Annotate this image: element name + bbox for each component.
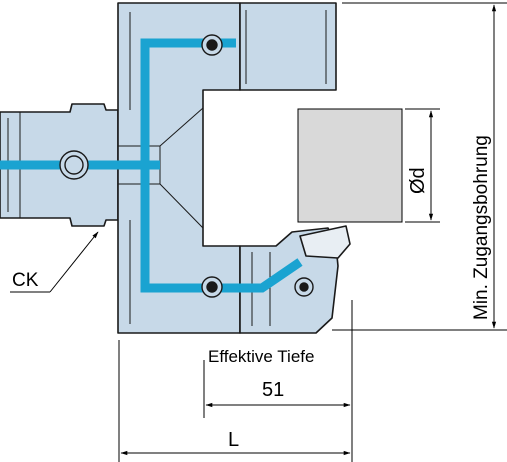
label-effective-depth: Effektive Tiefe	[208, 347, 314, 366]
label-bore-diameter: Ød	[407, 167, 429, 194]
screw-heads	[59, 34, 314, 298]
cutting-insert	[299, 225, 351, 259]
label-min-access-bore: Min. Zugangsbohrung	[471, 135, 492, 320]
value-effective-depth: 51	[262, 379, 284, 401]
label-ck: CK	[12, 270, 39, 291]
workpiece-bore-section	[297, 108, 403, 223]
label-length: L	[228, 429, 239, 451]
dimension-lines	[10, 2, 507, 462]
